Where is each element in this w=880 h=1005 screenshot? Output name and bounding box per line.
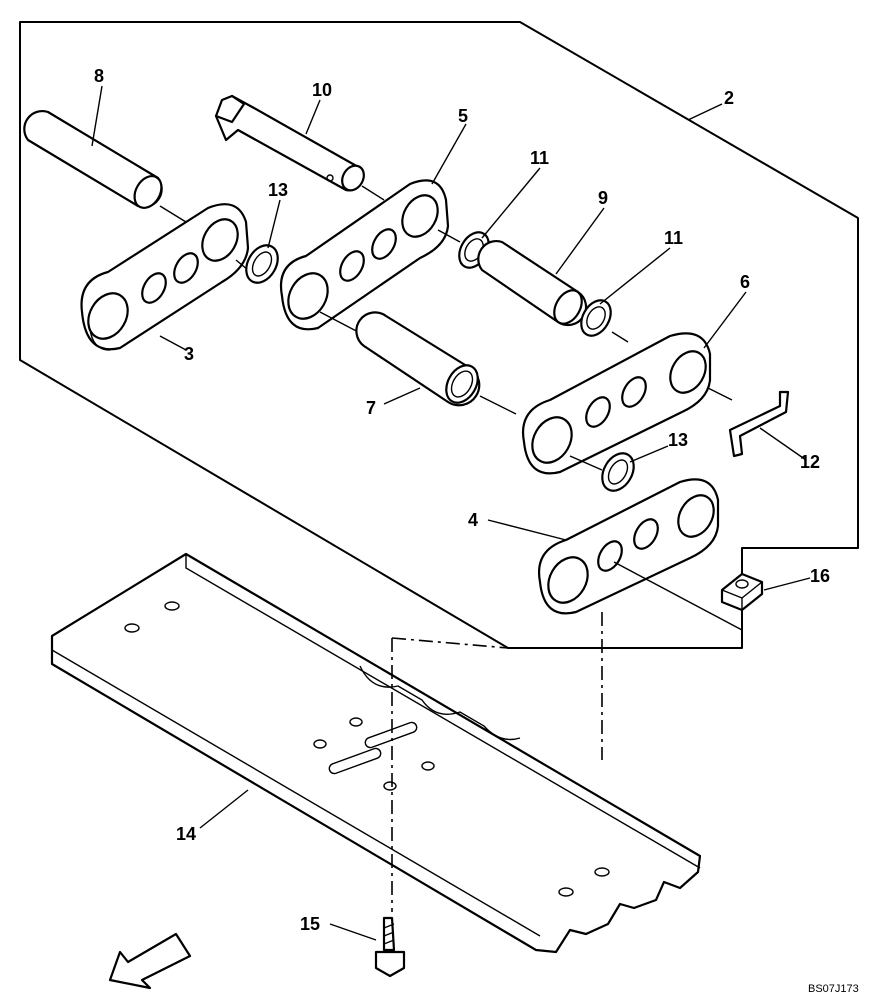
- callout-3: 3: [184, 344, 194, 364]
- part-10-master-pin: [214, 94, 385, 201]
- drawing-reference-code: BS07J173: [808, 983, 859, 995]
- callout-4: 4: [468, 510, 478, 530]
- callout-9: 9: [598, 188, 608, 208]
- part-12-clip: [728, 390, 790, 458]
- part-6-link: [521, 332, 733, 475]
- callout-15: 15: [300, 914, 320, 934]
- callout-5: 5: [458, 106, 468, 126]
- callout-8: 8: [94, 66, 104, 86]
- callout-11-right: 11: [664, 228, 683, 248]
- part-7-bushing: [355, 311, 517, 415]
- part-13-seal-lower: [601, 452, 635, 492]
- front-direction-arrow-icon: [108, 932, 192, 990]
- part-16-nut: [720, 572, 764, 612]
- callout-14: 14: [176, 824, 196, 844]
- assembly-boundary: [19, 21, 859, 649]
- part-8-bushing: [23, 110, 187, 223]
- callout-16: 16: [810, 566, 830, 586]
- part-4-link: [537, 478, 743, 631]
- part-9-bushing: [477, 240, 588, 327]
- callout-7: 7: [366, 398, 376, 418]
- callout-labels: 2 3 4 5 6 7 8 9 10 11 11 12 13 13 14 15 …: [94, 66, 830, 934]
- part-13-seal-top: [245, 244, 279, 284]
- centerline-shoe-link: [391, 612, 603, 760]
- callout-10: 10: [312, 80, 332, 100]
- callout-6: 6: [740, 272, 750, 292]
- leader-lines: [91, 85, 811, 941]
- part-15-bolt: [374, 916, 406, 978]
- callout-13-lower: 13: [668, 430, 688, 450]
- callout-13-top: 13: [268, 180, 288, 200]
- part-5-link: [279, 179, 461, 335]
- part-3-link: [80, 203, 250, 351]
- callout-11-top: 11: [530, 148, 549, 168]
- callout-12: 12: [800, 452, 820, 472]
- part-11-spacer-right: [580, 299, 629, 343]
- callout-2: 2: [724, 88, 734, 108]
